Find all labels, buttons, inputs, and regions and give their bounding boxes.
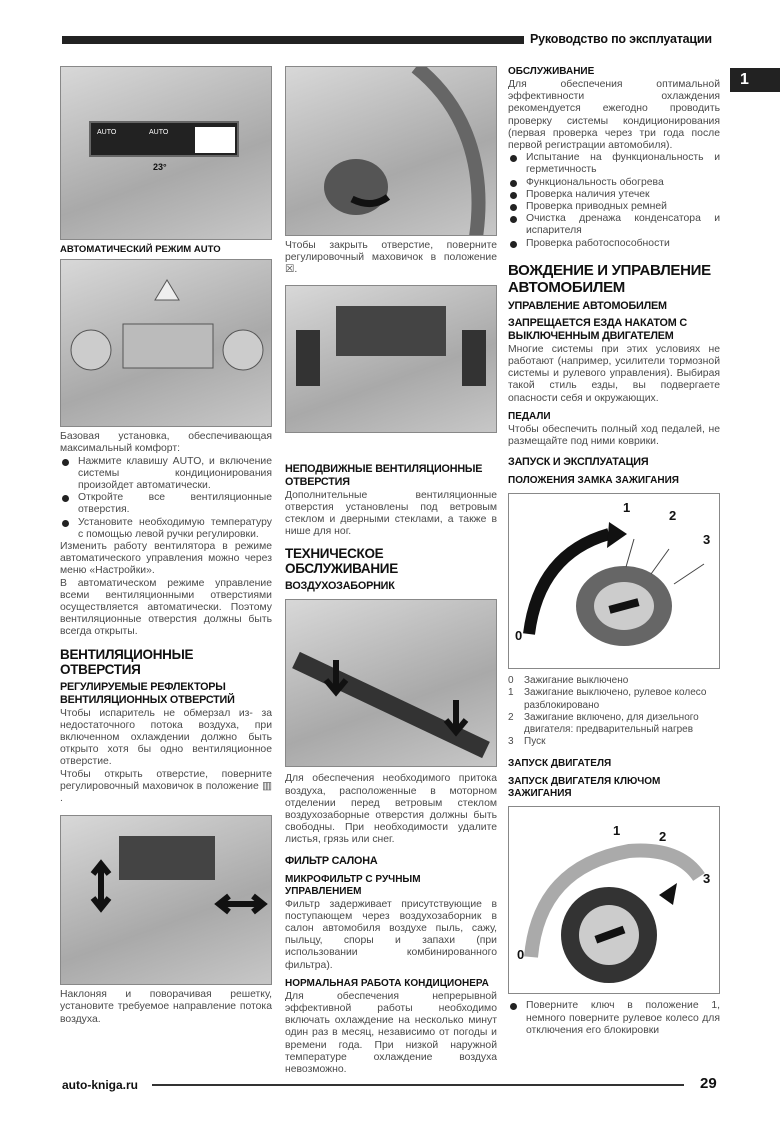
position-label-2: 2 [669,508,677,524]
list-item: 2 Зажигание включено, для дизельного двиг… [508,712,720,736]
subsection-heading: УПРАВЛЕНИЕ АВТОМОБИЛЕМ [508,299,667,312]
display-auto-2: AUTO [149,129,169,136]
footer-site: auto-kniga.ru [62,1078,139,1092]
section-heading: ВЕНТИЛЯЦИОННЫЕ ОТВЕРСТИЯ [60,646,194,677]
vent-close-image [285,66,497,236]
paragraph: Чтобы обеспечить полный ход педалей, не … [508,423,720,448]
paragraph: Для обеспечения оптимальной эффективност… [508,79,720,152]
position-number: 0 [508,675,514,687]
display-auto-1: AUTO [97,129,117,136]
list-item: Поверните ключ в положение 1, немного по… [508,1000,720,1037]
subsection-heading: ЗАПУСК ДВИГАТЕЛЯ КЛЮЧОМ ЗАЖИГАНИЯ [508,776,661,800]
position-text: Зажигание выключено, рулевое колесо разб… [524,687,707,711]
list-item: Испытание на функциональность и герметич… [508,152,720,176]
paragraph: Для обеспечения непрерывной эффективной … [285,990,497,1076]
position-label-3: 3 [703,871,711,887]
position-number: 1 [508,687,514,699]
paragraph: Чтобы открыть отверстие, поверните регул… [60,768,272,805]
list-item: Функциональность обогрева [508,177,720,189]
position-text: Пуск [524,736,546,748]
chapter-tab: 1 [730,68,780,92]
list-item: 1 Зажигание выключено, рулевое колесо раз… [508,687,720,711]
position-number: 3 [508,736,514,748]
climate-display-image: AUTO AUTO 23° [60,66,272,240]
column-3: ОБСЛУЖИВАНИЕ Для обеспечения оптимальной… [508,66,720,1037]
position-text: Зажигание выключено [524,675,629,687]
subsection-heading: ВОЗДУХОЗАБОРНИК [285,580,395,593]
section-heading: ВОЖДЕНИЕ И УПРАВЛЕНИЕ АВТОМОБИЛЕМ [508,261,711,296]
paragraph: Дополнительные вентиляционные отверстия … [285,489,497,538]
paragraph: Многие системы при этих условиях не рабо… [508,343,720,404]
engine-start-figure: 0 1 2 3 [508,806,720,995]
header-rule [62,36,524,44]
running-header: Руководство по эксплуатации [530,32,712,46]
paragraph: Изменить работу вентилятора в режиме авт… [60,541,272,577]
ignition-positions-figure: 0 1 2 3 [508,493,720,670]
position-label-1: 1 [623,500,631,516]
paragraph: Наклоняя и поворачивая решетку, установи… [60,989,272,1025]
column-1: AUTO AUTO 23° АВТОМАТИЧЕСКИЙ РЕЖИМ AUTO … [60,66,272,1026]
position-label-0: 0 [515,628,523,644]
subsection-heading: ОБСЛУЖИВАНИЕ [508,66,595,77]
section-heading: ТЕХНИЧЕСКОЕ ОБСЛУЖИВАНИЕ [285,546,398,577]
control-panel-image [60,259,272,428]
subsection-heading: ЗАПРЕЩАЕТСЯ ЕЗДА НАКАТОМ С ВЫКЛЮЧЕННЫМ Д… [508,316,687,342]
position-label-2: 2 [659,829,667,845]
subsection-heading: НОРМАЛЬНАЯ РАБОТА КОНДИЦИОНЕРА [285,977,489,989]
paragraph: Фильтр задерживает присутствующие в пост… [285,898,497,971]
bullet-list: Испытание на функциональность и герметич… [508,152,720,250]
list-item: Установите необходимую температуру с пом… [60,517,272,541]
page-number: 29 [700,1075,717,1092]
climate-display: AUTO AUTO [89,121,239,157]
list-item: Проверка наличия утечек [508,189,720,201]
list-item: Очистка дренажа конденсатора и испарител… [508,213,720,237]
column-2: Чтобы закрыть отверстие, поверните регул… [285,66,497,1076]
air-intake-image [285,599,497,768]
list-item: Откройте все вентиляционные отверстия. [60,492,272,516]
list-item: 3 Пуск [508,736,720,748]
subsection-heading: НЕПОДВИЖНЫЕ ВЕНТИЛЯЦИОННЫЕ ОТВЕРСТИЯ [285,462,483,488]
position-number: 2 [508,711,514,723]
bullet-list: Поверните ключ в положение 1, немного по… [508,1000,720,1037]
list-item: Нажмите клавишу AUTO, и включение систем… [60,456,272,493]
position-label-0: 0 [517,947,525,963]
subsection-heading: ЗАПУСК ДВИГАТЕЛЯ [508,758,612,770]
positions-list: 0 Зажигание выключено 1 Зажигание выключен… [508,675,720,748]
subsection-heading: ФИЛЬТР САЛОНА [285,854,378,867]
subsection-heading: РЕГУЛИРУЕМЫЕ РЕФЛЕКТОРЫ ВЕНТИЛЯЦИОННЫХ О… [60,680,235,706]
footer-rule [152,1084,684,1086]
bullet-list: Нажмите клавишу AUTO, и включение систем… [60,456,272,541]
adjustable-vents-image [60,815,272,986]
center-vents-image [285,284,497,433]
display-temperature: 23° [153,162,167,172]
paragraph: В автоматическом режиме управление всеми… [60,577,272,638]
paragraph: Чтобы испаритель не обмерзал из- за недо… [60,707,272,768]
list-item: Проверка работоспособности [508,238,720,250]
position-label-3: 3 [703,532,711,548]
subsection-heading: МИКРОФИЛЬТР С РУЧНЫМ УПРАВЛЕНИЕМ [285,873,421,897]
list-item: Проверка приводных ремней [508,201,720,213]
paragraph: Для обеспечения необходимого притока воз… [285,773,497,846]
position-text: Зажигание включено, для дизельного двига… [524,711,699,736]
subsection-heading: ПОЛОЖЕНИЯ ЗАМКА ЗАЖИГАНИЯ [508,475,679,487]
list-item: 0 Зажигание выключено [508,675,720,687]
paragraph: Чтобы закрыть отверстие, поверните регул… [285,240,497,276]
paragraph: Базовая установка, обеспечивающая максим… [60,431,272,455]
position-label-1: 1 [613,823,621,839]
figure-caption: АВТОМАТИЧЕСКИЙ РЕЖИМ AUTO [60,244,221,255]
airflow-icon [195,127,235,153]
subsection-heading: ЗАПУСК И ЭКСПЛУАТАЦИЯ [508,456,649,469]
subsection-heading: ПЕДАЛИ [508,410,551,422]
